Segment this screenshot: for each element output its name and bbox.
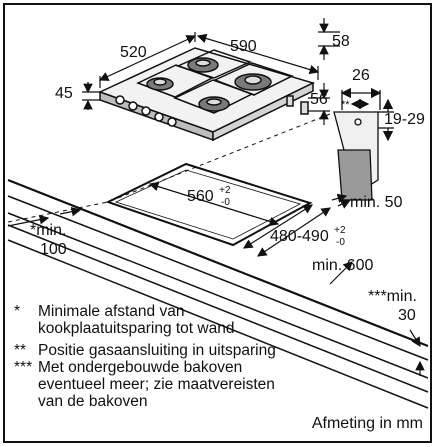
dim-right-min-label: ***min. [368,288,417,305]
note-1: * Minimale afstand van kookplaatuitsparin… [14,303,234,337]
note-1-mark: * [14,303,21,320]
dim-480-490: 480-490 +2 -0 [270,220,350,248]
note-2-mark: ** [14,342,27,359]
note-3-line-1: Met ondergebouwde bakoven [38,359,243,376]
note-3-line-3: van de bakoven [38,393,148,410]
dim-590: 590 [230,38,257,55]
dim-520: 520 [120,44,147,61]
cutout-dimension-lines [7,181,425,376]
dim-45: 45 [55,85,73,102]
dim-19-29: 19-29 [384,111,425,128]
dim-58: 58 [332,33,350,50]
note-1-line-2: kookplaatuitsparing tot wand [38,320,235,337]
note-3-line-2: eventueel meer; zie maatvereisten [38,376,275,393]
note-2-line-1: Positie gasaansluiting in uitsparing [38,342,276,359]
dim-560: 560 +2 -0 [187,180,235,208]
note-1-line-1: Minimale afstand van [38,303,185,320]
dim-right-min-value: 30 [398,307,416,324]
dim-left-min-label: *min. [30,222,66,239]
note-2: ** Positie gasaansluiting in uitsparing [14,342,276,359]
unit-label: Afmeting in mm [311,415,423,432]
dim-left-min-value: 100 [40,241,67,258]
dim-26: 26 [352,67,370,84]
worktop-and-cutout [7,113,429,409]
hob-dimension-lines [82,18,340,125]
note-3-mark: *** [14,359,33,376]
dim-min-50: min. 50 [350,194,403,211]
bracket-detail [333,87,394,209]
note-3: *** Met ondergebouwde bakoven eventueel m… [14,359,275,410]
diagram-frame [3,3,432,443]
dim-min-600: min. 600 [312,257,373,274]
dim-56: 56 [310,91,328,108]
dim-bracket-star: ** [341,99,350,111]
hob-illustration [98,47,316,142]
